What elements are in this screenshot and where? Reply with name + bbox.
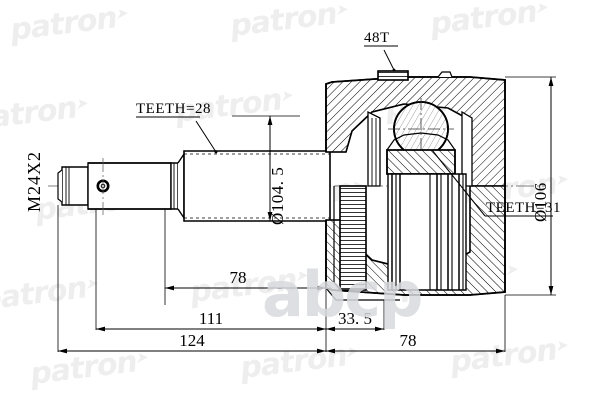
boot-seat-step [325,287,400,301]
leader-teeth-28 [136,116,218,154]
label-diameter-106: Ø106 [531,182,550,222]
shaft-plain-section [87,162,172,210]
label-diameter-104-5: Ø104. 5 [268,167,287,225]
shaft-shoulder [170,151,185,221]
dimension-diameter-104-5 [232,115,300,221]
tone-ring-teeth-band [333,185,367,291]
leader-teeth-31 [431,149,553,217]
label-dim-78-right: 78 [400,331,417,350]
label-48t: 48T [364,30,390,46]
label-dim-78-left: 78 [230,268,247,287]
inner-race-cage [367,110,473,187]
label-thread-spec: M24X2 [24,151,44,212]
label-teeth-28: TEETH=28 [136,101,211,117]
cross-hole [96,158,110,215]
label-dim-33-5: 33. 5 [338,309,372,328]
label-teeth-31: TEETH=31 [486,200,561,216]
threaded-stub [57,166,89,206]
dimension-diameter-106 [505,76,556,296]
splined-shaft-28 [183,150,331,222]
splined-hub-31 [387,173,467,291]
label-dim-124: 124 [179,331,205,350]
label-dim-111: 111 [199,309,223,328]
leader-48t [364,45,398,72]
